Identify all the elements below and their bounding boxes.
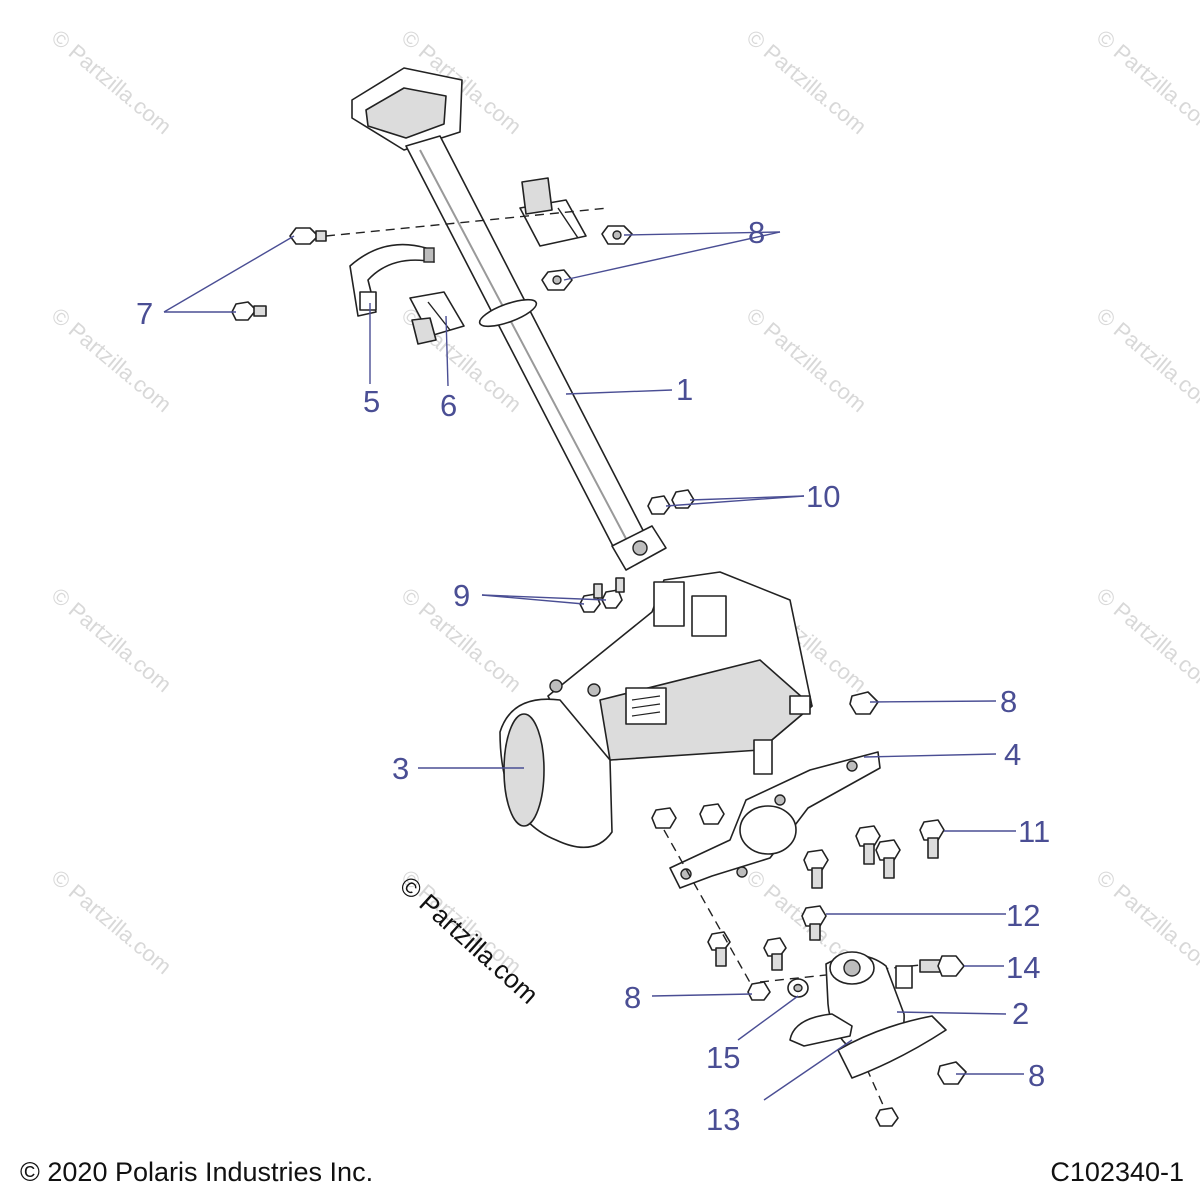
callout-1: 1 — [676, 372, 693, 407]
callout-5: 5 — [363, 384, 380, 419]
callout-2: 2 — [1012, 996, 1029, 1031]
watermark: © Partzilla.com — [742, 303, 872, 417]
watermark: © Partzilla.com — [47, 865, 177, 979]
clamp-bracket — [349, 243, 435, 317]
lever-13 — [789, 1013, 853, 1047]
bolt-left-b — [763, 937, 787, 971]
nut-near-plate-b — [699, 803, 725, 825]
bolt-12b — [801, 905, 827, 941]
washer-15 — [787, 978, 809, 998]
nut-bottom — [875, 1107, 899, 1127]
callout-15: 15 — [706, 1040, 740, 1075]
leader-lines — [163, 231, 1024, 1101]
callout-8: 8 — [748, 215, 765, 250]
callout-13: 13 — [706, 1102, 740, 1137]
callout-14: 14 — [1006, 950, 1040, 985]
bolt-9a — [579, 583, 603, 613]
nut-near-plate-a — [651, 807, 677, 829]
bolt-lower — [231, 301, 267, 321]
callout-11: 11 — [1018, 814, 1050, 849]
bolt-9b — [601, 577, 625, 609]
callout-8: 8 — [1028, 1058, 1045, 1093]
callout-8: 8 — [624, 980, 641, 1015]
nut-upper-a — [601, 225, 633, 245]
center-watermark: © Partzilla.com — [394, 870, 544, 1010]
watermark: © Partzilla.com — [1092, 303, 1200, 417]
nut-upper-b — [541, 269, 573, 291]
watermark: © Partzilla.com — [47, 303, 177, 417]
drawing-number: C102340-1 — [1050, 1157, 1184, 1187]
watermark: © Partzilla.com — [742, 25, 872, 139]
callout-7: 7 — [136, 296, 153, 331]
callout-10: 10 — [806, 479, 840, 514]
callout-3: 3 — [392, 751, 409, 786]
nut-8c — [849, 691, 879, 715]
watermark: © Partzilla.com — [1092, 865, 1200, 979]
callout-12: 12 — [1006, 898, 1040, 933]
bolt-left-a — [707, 931, 731, 967]
copyright-notice: © 2020 Polaris Industries Inc. — [20, 1157, 374, 1187]
nut-10b — [671, 489, 695, 509]
bushing-upper — [519, 177, 587, 247]
callout-9: 9 — [453, 578, 470, 613]
callout-8: 8 — [1000, 684, 1017, 719]
steering-column — [351, 67, 667, 571]
bolt-11c — [919, 819, 945, 859]
nut-8e — [937, 1061, 967, 1085]
mounting-plate — [669, 751, 881, 889]
watermark: © Partzilla.com — [1092, 583, 1200, 697]
bolt-11a — [855, 825, 881, 865]
watermark: © Partzilla.com — [47, 583, 177, 697]
bolt-12a — [803, 849, 829, 889]
bolt-upper — [289, 227, 327, 245]
nut-8d — [747, 981, 771, 1001]
bushing-lower — [409, 291, 465, 345]
power-steering-unit — [499, 571, 813, 849]
bolt-11b — [875, 839, 901, 879]
callout-4: 4 — [1004, 737, 1021, 772]
watermark: © Partzilla.com — [47, 25, 177, 139]
bolt-14 — [919, 955, 965, 977]
watermark: © Partzilla.com — [1092, 25, 1200, 139]
nut-10a — [647, 495, 671, 515]
callouts: 1 2 3 4 5 6 7 8 8 8 8 8 9 10 11 12 13 14… — [136, 215, 1050, 1137]
callout-6: 6 — [440, 388, 457, 423]
